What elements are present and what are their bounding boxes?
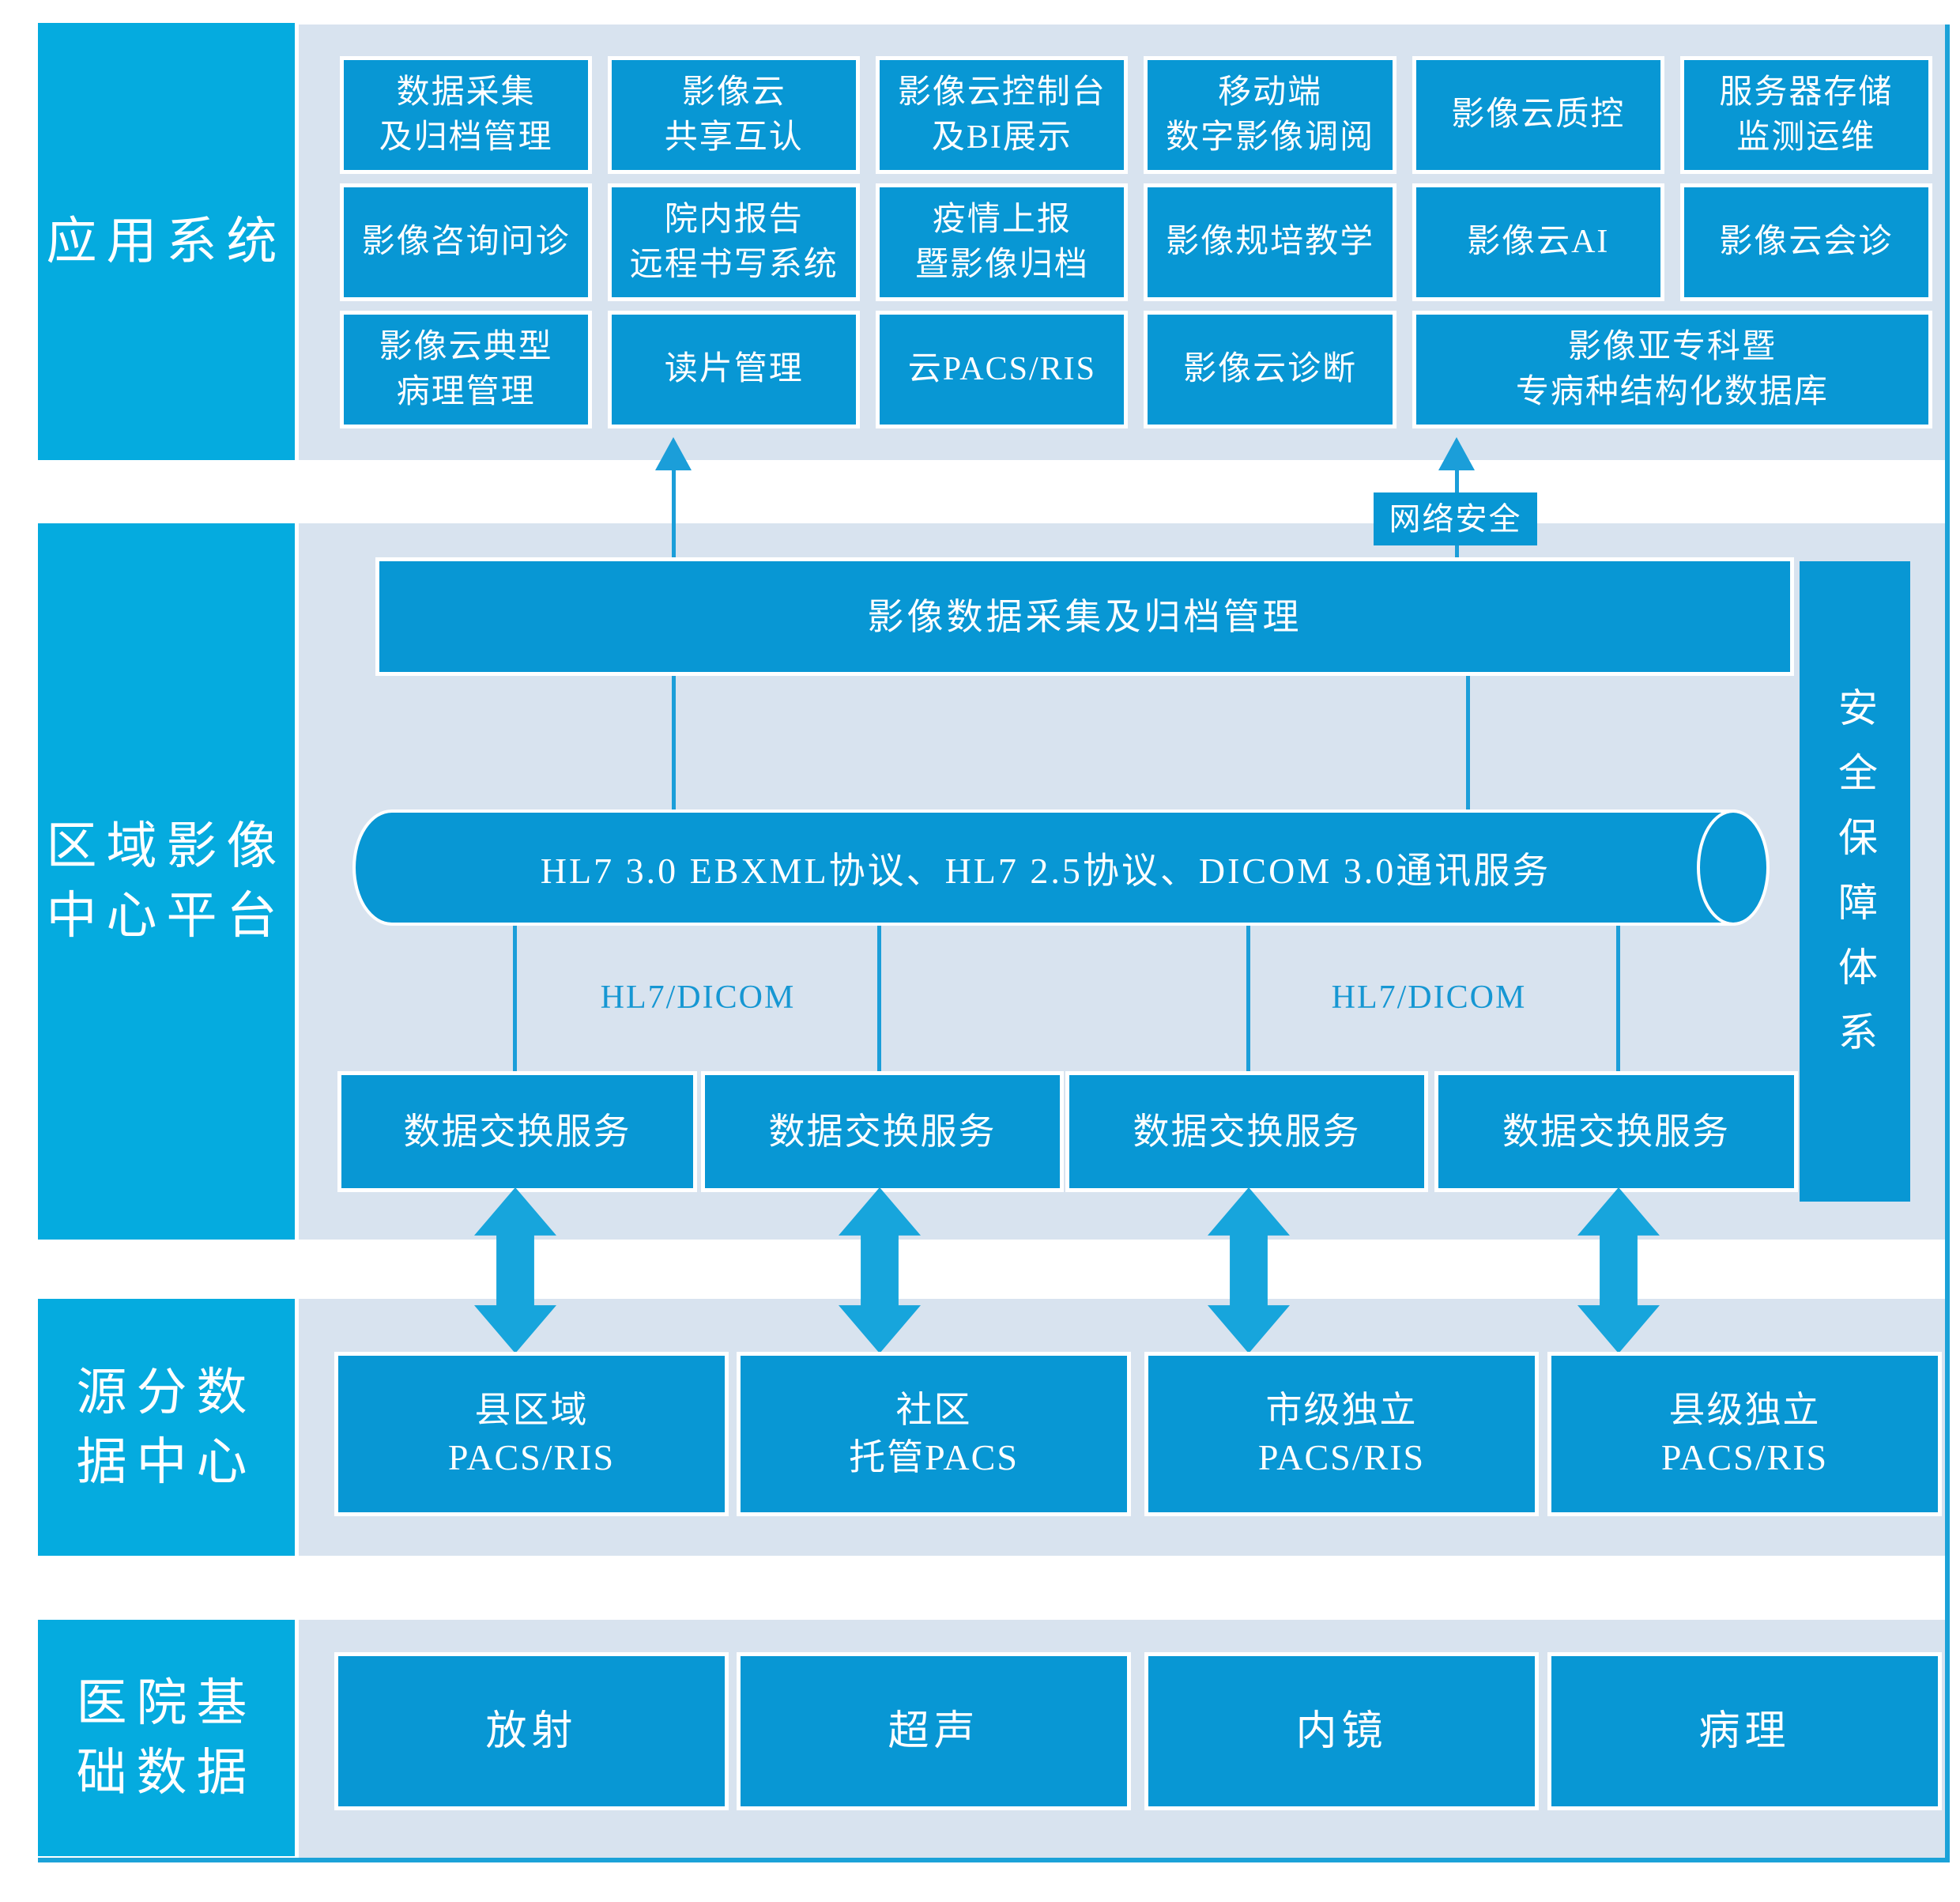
app-box: 影像云AI <box>1412 183 1664 301</box>
app-box-label: 影像云AI <box>1467 224 1610 260</box>
app-box-label: 影像云诊断 <box>1183 351 1358 387</box>
app-box-label: 院内报告 远程书写系统 <box>629 201 839 283</box>
archive-bar-label: 影像数据采集及归档管理 <box>867 596 1302 637</box>
app-grid-row-1: 数据采集 及归档管理 影像云 共享互认 影像云控制台 及BI展示 移动端 数字影… <box>340 56 1932 174</box>
pacs-box-label: 社区 托管PACS <box>849 1390 1019 1477</box>
app-box-label: 读片管理 <box>664 351 804 387</box>
network-security-label: 网络安全 <box>1389 501 1522 537</box>
sidebar-label: 源分数 据中心 <box>76 1364 257 1490</box>
exchange-box: 数据交换服务 <box>1434 1071 1798 1192</box>
app-box: 影像云诊断 <box>1144 311 1396 428</box>
archive-bar: 影像数据采集及归档管理 <box>375 557 1794 676</box>
app-box: 移动端 数字影像调阅 <box>1144 56 1396 174</box>
app-grid-row-2: 影像咨询问诊 院内报告 远程书写系统 疫情上报 暨影像归档 影像规培教学 影像云… <box>340 183 1932 301</box>
connector-line <box>877 926 881 1075</box>
app-box: 院内报告 远程书写系统 <box>608 183 861 301</box>
app-box-label: 影像咨询问诊 <box>361 224 571 260</box>
diagram-right-border <box>1945 25 1950 1862</box>
app-box: 数据采集 及归档管理 <box>340 56 593 174</box>
app-box: 读片管理 <box>608 311 861 428</box>
protocol-pill-label: HL7 3.0 EBXML协议、HL7 2.5协议、DICOM 3.0通讯服务 <box>540 850 1551 891</box>
pacs-box-label: 市级独立 PACS/RIS <box>1257 1390 1426 1477</box>
exchange-box-label: 数据交换服务 <box>1133 1111 1361 1152</box>
network-security-badge: 网络安全 <box>1374 492 1537 545</box>
modality-box: 放射 <box>334 1652 729 1810</box>
app-box: 影像规培教学 <box>1144 183 1396 301</box>
app-box: 云PACS/RIS <box>876 311 1129 428</box>
exchange-box-label: 数据交换服务 <box>768 1111 997 1152</box>
connector-line <box>1455 465 1459 495</box>
app-box: 影像云 共享互认 <box>608 56 861 174</box>
connector-line <box>1455 545 1459 560</box>
app-box-label: 影像亚专科暨 专病种结构化数据库 <box>1515 328 1829 410</box>
connector-line <box>672 676 676 813</box>
pacs-box-label: 县区域 PACS/RIS <box>447 1390 616 1477</box>
sidebar-label: 应用系统 <box>46 213 287 270</box>
hl7-dicom-label: HL7/DICOM <box>1331 979 1527 1016</box>
connector-line <box>672 465 676 560</box>
exchange-box-label: 数据交换服务 <box>1502 1111 1730 1152</box>
sidebar-label: 区域影像 中心平台 <box>46 818 287 944</box>
connector-line <box>1246 926 1250 1075</box>
pacs-box: 县区域 PACS/RIS <box>334 1352 729 1516</box>
app-box-label: 影像云 共享互认 <box>664 74 804 156</box>
sidebar-section-hospital-data: 医院基 础数据 <box>38 1620 295 1856</box>
exchange-box: 数据交换服务 <box>337 1071 697 1192</box>
connector-line <box>1616 926 1620 1075</box>
modality-box-label: 内镜 <box>1295 1708 1388 1754</box>
app-box-label: 疫情上报 暨影像归档 <box>914 201 1089 283</box>
pacs-box-label: 县级独立 PACS/RIS <box>1660 1390 1829 1477</box>
sidebar-section-source-datacenters: 源分数 据中心 <box>38 1299 295 1556</box>
pacs-box: 县级独立 PACS/RIS <box>1547 1352 1942 1516</box>
security-bar-label: 安全保障体系 <box>1833 687 1877 1076</box>
sidebar-section-applications: 应用系统 <box>38 23 295 460</box>
app-box-label: 数据采集 及归档管理 <box>379 74 553 156</box>
modality-box: 超声 <box>737 1652 1131 1810</box>
exchange-box: 数据交换服务 <box>701 1071 1064 1192</box>
app-box-label: 云PACS/RIS <box>907 351 1097 387</box>
exchange-box-label: 数据交换服务 <box>403 1111 631 1152</box>
app-box: 影像咨询问诊 <box>340 183 593 301</box>
modality-box-label: 超声 <box>888 1708 980 1754</box>
app-box-label: 影像云质控 <box>1451 96 1626 133</box>
app-box-label: 影像云会诊 <box>1719 224 1894 260</box>
modality-box-label: 病理 <box>1698 1708 1791 1754</box>
pacs-box: 社区 托管PACS <box>737 1352 1131 1516</box>
app-box: 影像云会诊 <box>1679 183 1932 301</box>
diagram-bottom-border <box>38 1858 1950 1862</box>
app-box: 影像云控制台 及BI展示 <box>876 56 1129 174</box>
security-bar: 安全保障体系 <box>1800 561 1910 1202</box>
exchange-box: 数据交换服务 <box>1065 1071 1428 1192</box>
app-grid-row-3: 影像云典型 病理管理 读片管理 云PACS/RIS 影像云诊断 影像亚专科暨 专… <box>340 311 1932 428</box>
sidebar-section-platform: 区域影像 中心平台 <box>38 523 295 1240</box>
app-box: 影像亚专科暨 专病种结构化数据库 <box>1412 311 1932 428</box>
app-box-label: 影像云控制台 及BI展示 <box>897 74 1106 156</box>
hl7-dicom-label: HL7/DICOM <box>600 979 796 1016</box>
connector-line <box>1466 676 1470 813</box>
modality-box: 病理 <box>1547 1652 1942 1810</box>
modality-box-label: 放射 <box>485 1708 578 1754</box>
app-box: 服务器存储 监测运维 <box>1679 56 1932 174</box>
pacs-box: 市级独立 PACS/RIS <box>1144 1352 1539 1516</box>
protocol-pill-end-cap <box>1697 809 1770 926</box>
connector-line <box>513 926 517 1075</box>
app-box: 疫情上报 暨影像归档 <box>876 183 1129 301</box>
app-box-label: 影像规培教学 <box>1166 224 1375 260</box>
sidebar-label: 医院基 础数据 <box>76 1674 257 1801</box>
app-box-label: 移动端 数字影像调阅 <box>1166 74 1375 156</box>
modality-box: 内镜 <box>1144 1652 1539 1810</box>
protocol-pill: HL7 3.0 EBXML协议、HL7 2.5协议、DICOM 3.0通讯服务 <box>352 809 1736 926</box>
app-box: 影像云质控 <box>1412 56 1664 174</box>
app-box-label: 服务器存储 监测运维 <box>1719 74 1894 156</box>
app-box-label: 影像云典型 病理管理 <box>379 328 553 410</box>
app-box: 影像云典型 病理管理 <box>340 311 593 428</box>
